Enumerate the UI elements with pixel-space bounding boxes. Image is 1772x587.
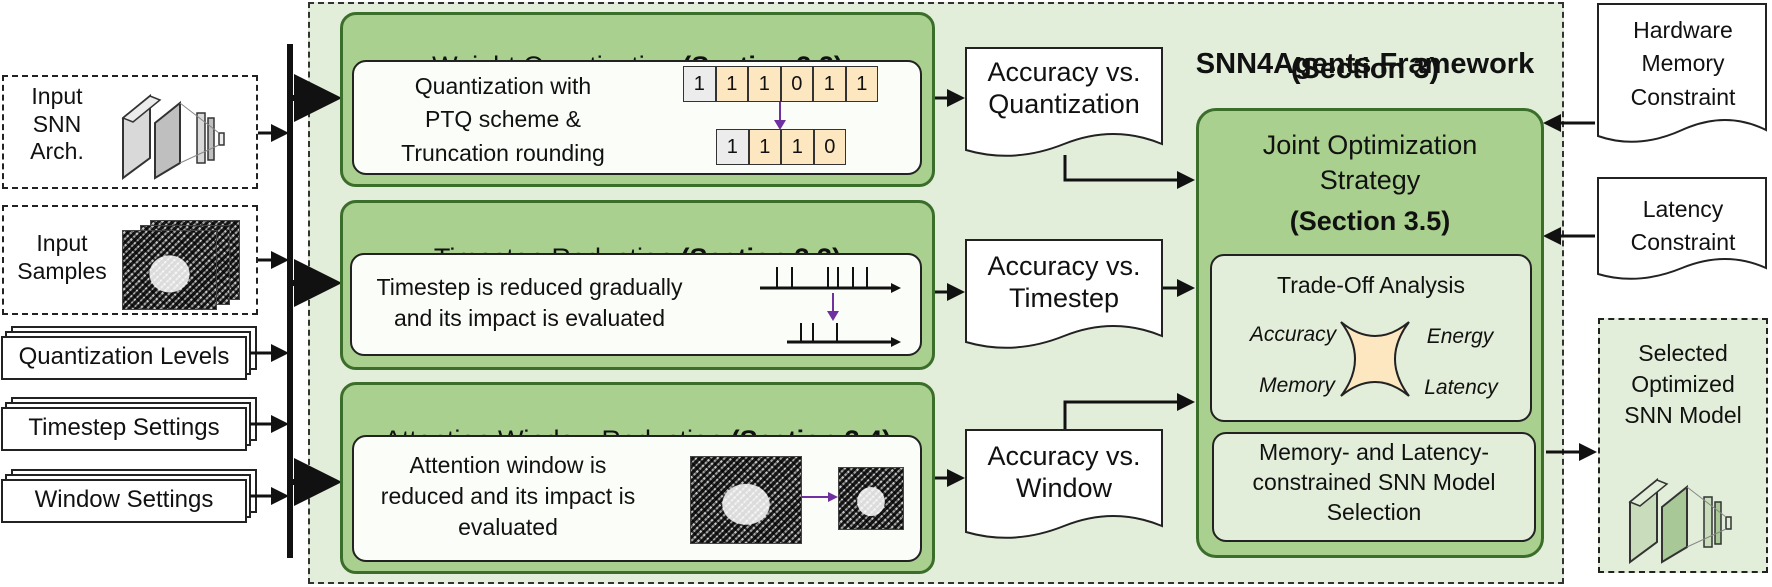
snn-arch-icon [121,93,225,180]
bit-cell: 1 [813,66,846,102]
attention-arrow [802,492,838,502]
hw-memory-constraint-doc [1597,3,1767,143]
timestep-settings-label: Timestep Settings [28,414,220,441]
weight-quant-desc: Quantization with PTQ scheme & Truncatio… [401,73,605,166]
tradeoff-accuracy: Accuracy [1249,323,1337,346]
input-samples-label: Input Samples [17,230,107,284]
attention-image-full [690,456,802,544]
bit-cell: 1 [716,129,749,165]
timestep-inner [350,253,922,356]
attention-image-cropped [838,467,904,530]
accuracy-quant-label: Accuracy vs. Quantization [987,57,1141,120]
accuracy-window-doc [965,429,1163,539]
latency-constraint-label: Latency Constraint [1630,196,1736,256]
quant-levels-label: Quantization Levels [18,343,230,370]
attention-inner [352,435,922,562]
quant-levels-doc [1,326,257,380]
framework-title: SNN4Agents Framework [1195,47,1535,80]
joint-optimization-section: (Section 3.5) [1289,206,1451,236]
tradeoff-energy: Energy [1426,325,1494,348]
window-settings-doc [1,469,257,523]
output-model-label: Selected Optimized SNN Model [1624,340,1742,429]
model-selection-label: Memory- and Latency- constrained SNN Mod… [1252,439,1496,525]
tradeoff-memory: Memory [1259,374,1335,397]
input-snn-arch-label: Input SNN Arch. [30,83,84,165]
window-settings-label: Window Settings [34,486,214,513]
hw-memory-constraint-label: Hardware Memory Constraint [1630,17,1736,110]
spike-train-diagram [760,267,901,347]
accuracy-window-label: Accuracy vs. Window [987,441,1141,504]
bit-cell: 1 [748,66,781,102]
framework-section: (Section 3) [1290,53,1440,85]
bit-cell: 0 [813,129,846,165]
timestep-desc: Timestep is reduced gradually and its im… [376,274,683,332]
model-selection-box [1212,432,1536,542]
tradeoff-analysis-title: Trade-Off Analysis [1277,272,1465,298]
output-snn-icon [1628,477,1732,564]
accuracy-quant-doc [965,47,1163,157]
bit-cell: 1 [781,129,814,165]
bit-cell: 1 [748,129,781,165]
timestep-settings-doc [1,397,257,451]
bit-cell: 0 [780,66,813,102]
latency-constraint-doc [1597,177,1767,280]
sample-image-front [122,230,217,310]
bit-cell: 1 [715,66,748,102]
tradeoff-star-icon [1340,321,1410,397]
truncation-arrow [774,102,786,130]
joint-optimization-title: Joint Optimization Strategy [1262,130,1478,196]
bit-cell: 1 [845,66,878,102]
accuracy-timestep-label: Accuracy vs. Timestep [987,251,1141,314]
tradeoff-latency: Latency [1424,376,1498,399]
bit-cell: 1 [683,66,716,102]
attention-desc: Attention window is reduced and its impa… [380,452,636,541]
accuracy-timestep-doc [965,239,1163,349]
